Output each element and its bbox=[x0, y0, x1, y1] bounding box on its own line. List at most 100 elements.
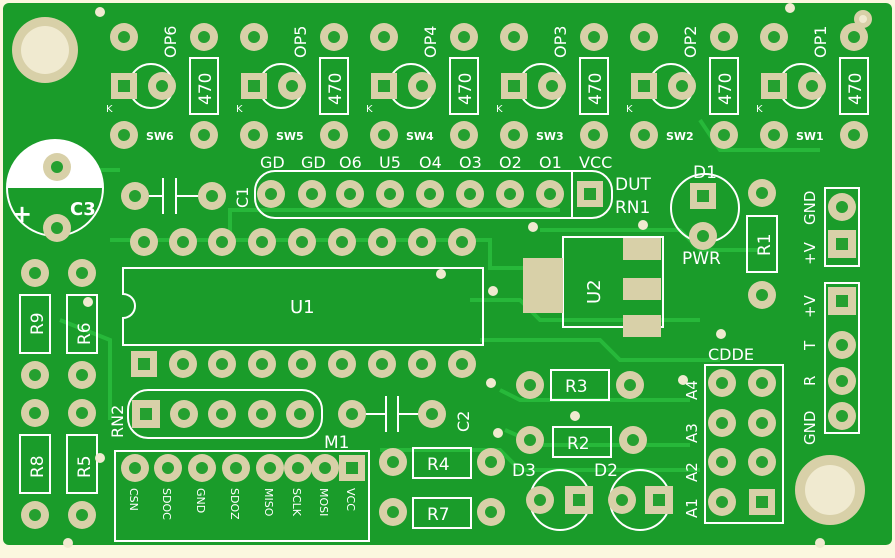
d1-label: D1 bbox=[693, 163, 717, 183]
pad bbox=[190, 121, 218, 149]
led-pad-square bbox=[501, 73, 527, 99]
header-pin bbox=[577, 181, 603, 207]
r7-resistor: R7 bbox=[379, 497, 505, 529]
r7-label: R7 bbox=[427, 505, 450, 525]
led-pad-square bbox=[111, 73, 137, 99]
r5-label: R5 bbox=[75, 455, 95, 478]
serial-connector: +V T R GND bbox=[801, 282, 860, 445]
pad bbox=[710, 121, 738, 149]
pad bbox=[760, 121, 788, 149]
pad bbox=[320, 23, 348, 51]
m1-pin bbox=[339, 455, 365, 481]
op-label: OP1 bbox=[811, 26, 830, 58]
header-pin-label: O2 bbox=[499, 153, 522, 172]
m1-pin-label: CSN bbox=[127, 488, 140, 511]
header-pin-label: O4 bbox=[419, 153, 442, 172]
switch-pads: SW1 bbox=[760, 121, 868, 149]
prog-pin bbox=[748, 369, 776, 397]
header-pin bbox=[496, 180, 524, 208]
u1-pin-bottom bbox=[208, 350, 236, 378]
c3-capacitor: + C3 bbox=[6, 139, 104, 242]
header-pin-label: O3 bbox=[459, 153, 482, 172]
u1-pin-bottom bbox=[448, 350, 476, 378]
a3-label: A3 bbox=[683, 423, 701, 443]
m1-label: M1 bbox=[324, 433, 349, 453]
led-pad-round bbox=[278, 72, 306, 100]
prog-pin bbox=[708, 448, 736, 476]
r4-resistor: R4 bbox=[379, 447, 505, 479]
pad bbox=[190, 23, 218, 51]
c2-capacitor: C2 bbox=[338, 396, 473, 432]
m1-pin bbox=[256, 454, 284, 482]
pad bbox=[840, 23, 868, 51]
header-pin bbox=[416, 180, 444, 208]
pad bbox=[370, 23, 398, 51]
switch-label: SW1 bbox=[796, 130, 824, 143]
u1-pin-bottom bbox=[408, 350, 436, 378]
mounting-hole-bottom-right bbox=[795, 455, 865, 525]
pad bbox=[760, 23, 788, 51]
u1-pin-bottom bbox=[169, 350, 197, 378]
d3-led: D3 bbox=[512, 461, 593, 531]
led-pad-square bbox=[371, 73, 397, 99]
a4-label: A4 bbox=[683, 380, 701, 400]
u2-regulator: U2 bbox=[523, 236, 664, 337]
gnd2-label: GND bbox=[801, 411, 819, 445]
m1-pin-label: MOSI bbox=[317, 488, 330, 516]
m1-pin-label: GND bbox=[194, 488, 207, 513]
resistor-value: 470 bbox=[586, 73, 606, 105]
op-label: OP2 bbox=[681, 26, 700, 58]
op-label: OP3 bbox=[551, 26, 570, 58]
r-label: R bbox=[801, 376, 819, 386]
d3-label: D3 bbox=[512, 461, 536, 481]
c1-label: C1 bbox=[233, 187, 252, 208]
m1-pin-label: SDOZ bbox=[228, 488, 241, 520]
cdde-label: CDDE bbox=[708, 345, 754, 364]
pad bbox=[370, 121, 398, 149]
switch-label: SW5 bbox=[276, 130, 304, 143]
header-pin-label: GD bbox=[301, 153, 326, 172]
switch-pads: SW3 bbox=[500, 121, 608, 149]
u1-pin-bottom bbox=[131, 351, 157, 377]
prog-pin bbox=[708, 369, 736, 397]
m1-pin bbox=[311, 454, 339, 482]
resistor-value: 470 bbox=[846, 73, 866, 105]
d2-led: D2 bbox=[594, 461, 673, 531]
r2-resistor: R2 bbox=[516, 426, 647, 458]
led-pad-round bbox=[798, 72, 826, 100]
m1-pin bbox=[121, 454, 149, 482]
header-pin bbox=[456, 180, 484, 208]
k-label: K bbox=[756, 104, 763, 115]
m1-pin-label: MISO bbox=[262, 488, 275, 517]
vplus-label-2: +V bbox=[801, 294, 819, 318]
pad bbox=[110, 121, 138, 149]
switch-pads: SW5 bbox=[240, 121, 348, 149]
m1-pin-label: SDOC bbox=[160, 488, 173, 520]
header-pin bbox=[376, 180, 404, 208]
c3-label: C3 bbox=[70, 199, 96, 220]
u1-pin-top bbox=[248, 228, 276, 256]
u1-pin-top bbox=[288, 228, 316, 256]
r2-label: R2 bbox=[567, 434, 590, 454]
u1-pin-bottom bbox=[368, 350, 396, 378]
dut-label: DUT bbox=[615, 175, 652, 195]
prog-pin bbox=[708, 488, 736, 516]
pad bbox=[500, 23, 528, 51]
pad bbox=[110, 23, 138, 51]
c3-plus: + bbox=[12, 200, 32, 228]
header-pin bbox=[298, 180, 326, 208]
led-pad-round bbox=[538, 72, 566, 100]
r6-resistor: R6 bbox=[66, 259, 98, 389]
switch-label: SW2 bbox=[666, 130, 694, 143]
op-label: OP4 bbox=[421, 26, 440, 58]
switch-label: SW3 bbox=[536, 130, 564, 143]
a1-label: A1 bbox=[683, 498, 701, 518]
